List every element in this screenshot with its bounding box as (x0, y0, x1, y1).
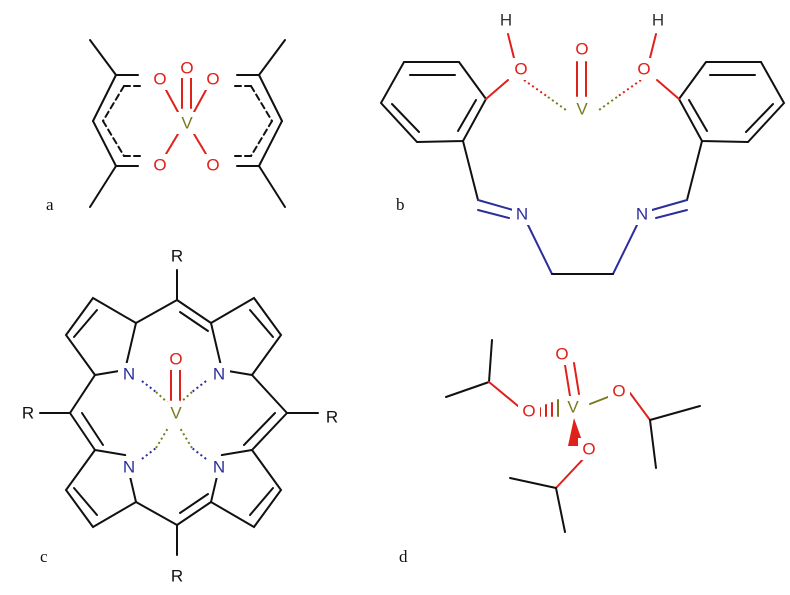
atom-o: O (612, 382, 625, 401)
molecule-a-vanadyl-acetylacetonate: O O O O O V (89, 39, 286, 208)
molecule-c-vanadyl-porphyrin: N N N N O V R R R R (22, 247, 338, 586)
atom-r: R (22, 404, 34, 423)
atom-o: O (522, 402, 535, 421)
atom-o: O (206, 70, 219, 89)
panel-label-d: d (399, 547, 408, 566)
atom-o: O (153, 156, 166, 175)
molecule-b-vanadyl-salen: O O H H O V N N (379, 11, 786, 275)
atom-h: H (500, 11, 512, 30)
atom-n: N (213, 365, 225, 384)
atom-v: V (576, 100, 588, 119)
atom-o: O (575, 40, 588, 59)
atom-n: N (213, 458, 225, 477)
atom-o: O (637, 60, 650, 79)
atom-r: R (171, 247, 183, 266)
molecule-d-vanadyl-triisopropoxide: O V O O O (445, 339, 701, 533)
atom-o: O (514, 60, 527, 79)
atom-v: V (567, 398, 579, 417)
atom-v: V (181, 114, 193, 133)
atom-r: R (171, 567, 183, 586)
panel-label-c: c (40, 547, 48, 566)
atom-n: N (123, 365, 135, 384)
atom-o: O (180, 59, 193, 78)
atom-o: O (206, 156, 219, 175)
atom-o: O (555, 345, 568, 364)
atom-v: V (170, 404, 182, 423)
atom-h: H (652, 11, 664, 30)
panel-label-a: a (46, 195, 54, 214)
atom-r: R (326, 408, 338, 427)
atom-o: O (169, 350, 182, 369)
atom-n: N (123, 458, 135, 477)
atom-n: N (636, 205, 648, 224)
atom-o: O (153, 70, 166, 89)
panel-label-b: b (396, 195, 405, 214)
atom-n: N (516, 205, 528, 224)
atom-o: O (582, 440, 595, 459)
